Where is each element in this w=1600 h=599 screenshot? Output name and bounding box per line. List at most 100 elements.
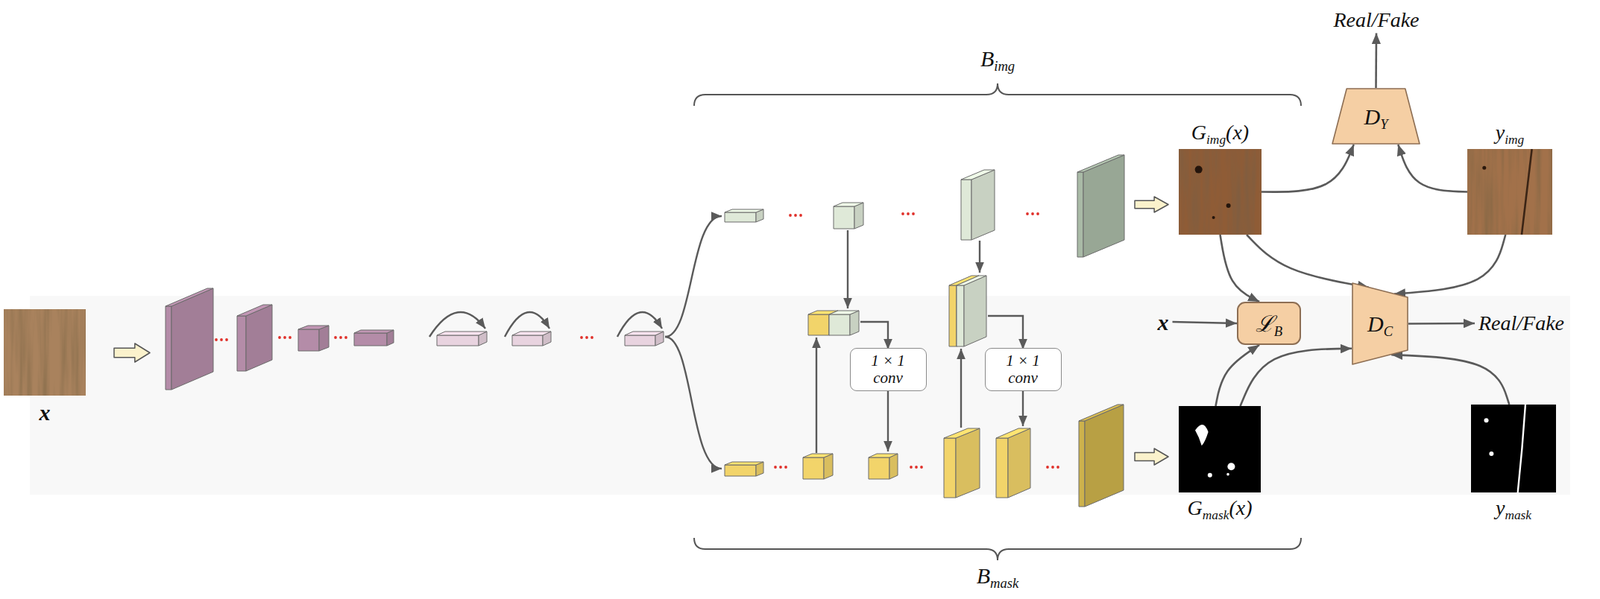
node-text: 1 × 1 conv <box>999 352 1047 387</box>
text-part: B <box>976 563 991 589</box>
block-face <box>889 454 898 480</box>
flow-arrow <box>846 230 849 309</box>
block-face <box>298 329 320 352</box>
dot <box>590 336 594 340</box>
mask-spot <box>1488 451 1494 457</box>
block-face <box>802 457 824 480</box>
connector <box>1172 322 1238 324</box>
connector <box>1261 144 1354 193</box>
block-face <box>1078 421 1085 507</box>
output-label: Real/Fake <box>1329 7 1423 34</box>
text-part: G <box>1187 496 1203 520</box>
ellipsis-dots <box>580 336 594 340</box>
block-face <box>1077 155 1125 173</box>
block-face <box>823 454 833 480</box>
flow-arrow <box>887 389 889 452</box>
block-face <box>808 314 830 336</box>
block-face <box>829 314 850 336</box>
residual-arrow <box>429 312 486 337</box>
dot <box>914 465 918 469</box>
subscript-part: img <box>1206 132 1226 147</box>
node-text: Real/Fake <box>1333 8 1419 33</box>
block-face <box>961 179 972 241</box>
label-holder: Bimg <box>980 46 1015 71</box>
block-face <box>319 325 329 352</box>
mask-ground <box>1178 406 1261 493</box>
feature-block <box>512 331 551 346</box>
image-sample <box>1471 404 1557 493</box>
block-face <box>1008 428 1031 499</box>
text-part: G <box>1191 120 1207 144</box>
block-face <box>829 310 859 315</box>
block-face <box>246 304 273 372</box>
feature-block <box>354 330 394 346</box>
ellipsis-dots <box>214 338 229 342</box>
wood-grain <box>1467 149 1553 235</box>
flow-arrow <box>987 316 1023 350</box>
node-text: ℒB <box>1255 311 1283 337</box>
text-part: (x) <box>1228 496 1252 520</box>
feature-block <box>1077 155 1125 258</box>
node-text: DY <box>1363 104 1388 129</box>
image-caption: x <box>0 400 165 425</box>
connector <box>1374 32 1378 88</box>
defect-spot <box>1195 166 1203 174</box>
image-sample <box>1178 149 1262 235</box>
text-part: y <box>1495 120 1505 144</box>
subscript-part: img <box>1504 132 1524 147</box>
dot <box>1025 212 1029 216</box>
flow-arrow <box>815 337 818 454</box>
image-sample <box>3 309 86 396</box>
ellipsis-dots <box>788 213 803 217</box>
defect-spot <box>1482 166 1486 170</box>
output-label: Real/Fake <box>1474 310 1568 337</box>
generated-image: Gimg(x) <box>1178 149 1262 235</box>
conv-box: 1 × 1 conv <box>984 348 1062 392</box>
block-face <box>955 428 980 499</box>
defect-crack <box>1521 149 1533 235</box>
dot <box>794 213 798 217</box>
block-face <box>237 316 247 372</box>
subscript-part: Y <box>1380 115 1388 132</box>
block-face <box>298 325 329 330</box>
block-face <box>724 212 757 223</box>
block-arrow <box>1134 196 1169 213</box>
mask-crack <box>1517 404 1526 493</box>
dot <box>920 465 924 469</box>
connector <box>1220 234 1261 302</box>
flow-arrow <box>960 348 962 428</box>
mask-spot <box>1484 418 1489 423</box>
block-face <box>996 428 1031 439</box>
block-face <box>724 462 764 466</box>
loss-box: ℒB <box>1236 301 1302 346</box>
block-face <box>165 288 214 307</box>
feature-block <box>724 462 764 477</box>
trapezoid <box>1352 283 1408 365</box>
block-face <box>165 306 172 390</box>
discriminator: DC <box>1351 282 1409 366</box>
node-text: Real/Fake <box>1478 312 1565 336</box>
dot <box>214 338 218 342</box>
dot <box>339 336 343 340</box>
mask-spot <box>1226 473 1230 477</box>
residual-arrow <box>504 312 550 337</box>
image-caption: ymask <box>1394 497 1600 521</box>
label-holder: Bmask <box>976 563 1020 589</box>
block-face <box>868 454 898 458</box>
dot <box>1051 465 1055 469</box>
dot <box>580 336 584 340</box>
branch-arrow <box>665 336 722 469</box>
wood-base <box>1178 149 1262 235</box>
ellipsis-dots <box>334 336 348 340</box>
feature-block <box>802 454 833 480</box>
wood-base <box>3 309 86 396</box>
dot <box>344 336 348 340</box>
text-part: D <box>1363 104 1381 129</box>
feature-block <box>996 428 1031 499</box>
block-face <box>833 202 864 207</box>
flow-arrow <box>1022 389 1024 427</box>
brace <box>694 538 1302 561</box>
block-face <box>956 285 965 347</box>
conv-box: 1 × 1 conv <box>849 348 927 392</box>
